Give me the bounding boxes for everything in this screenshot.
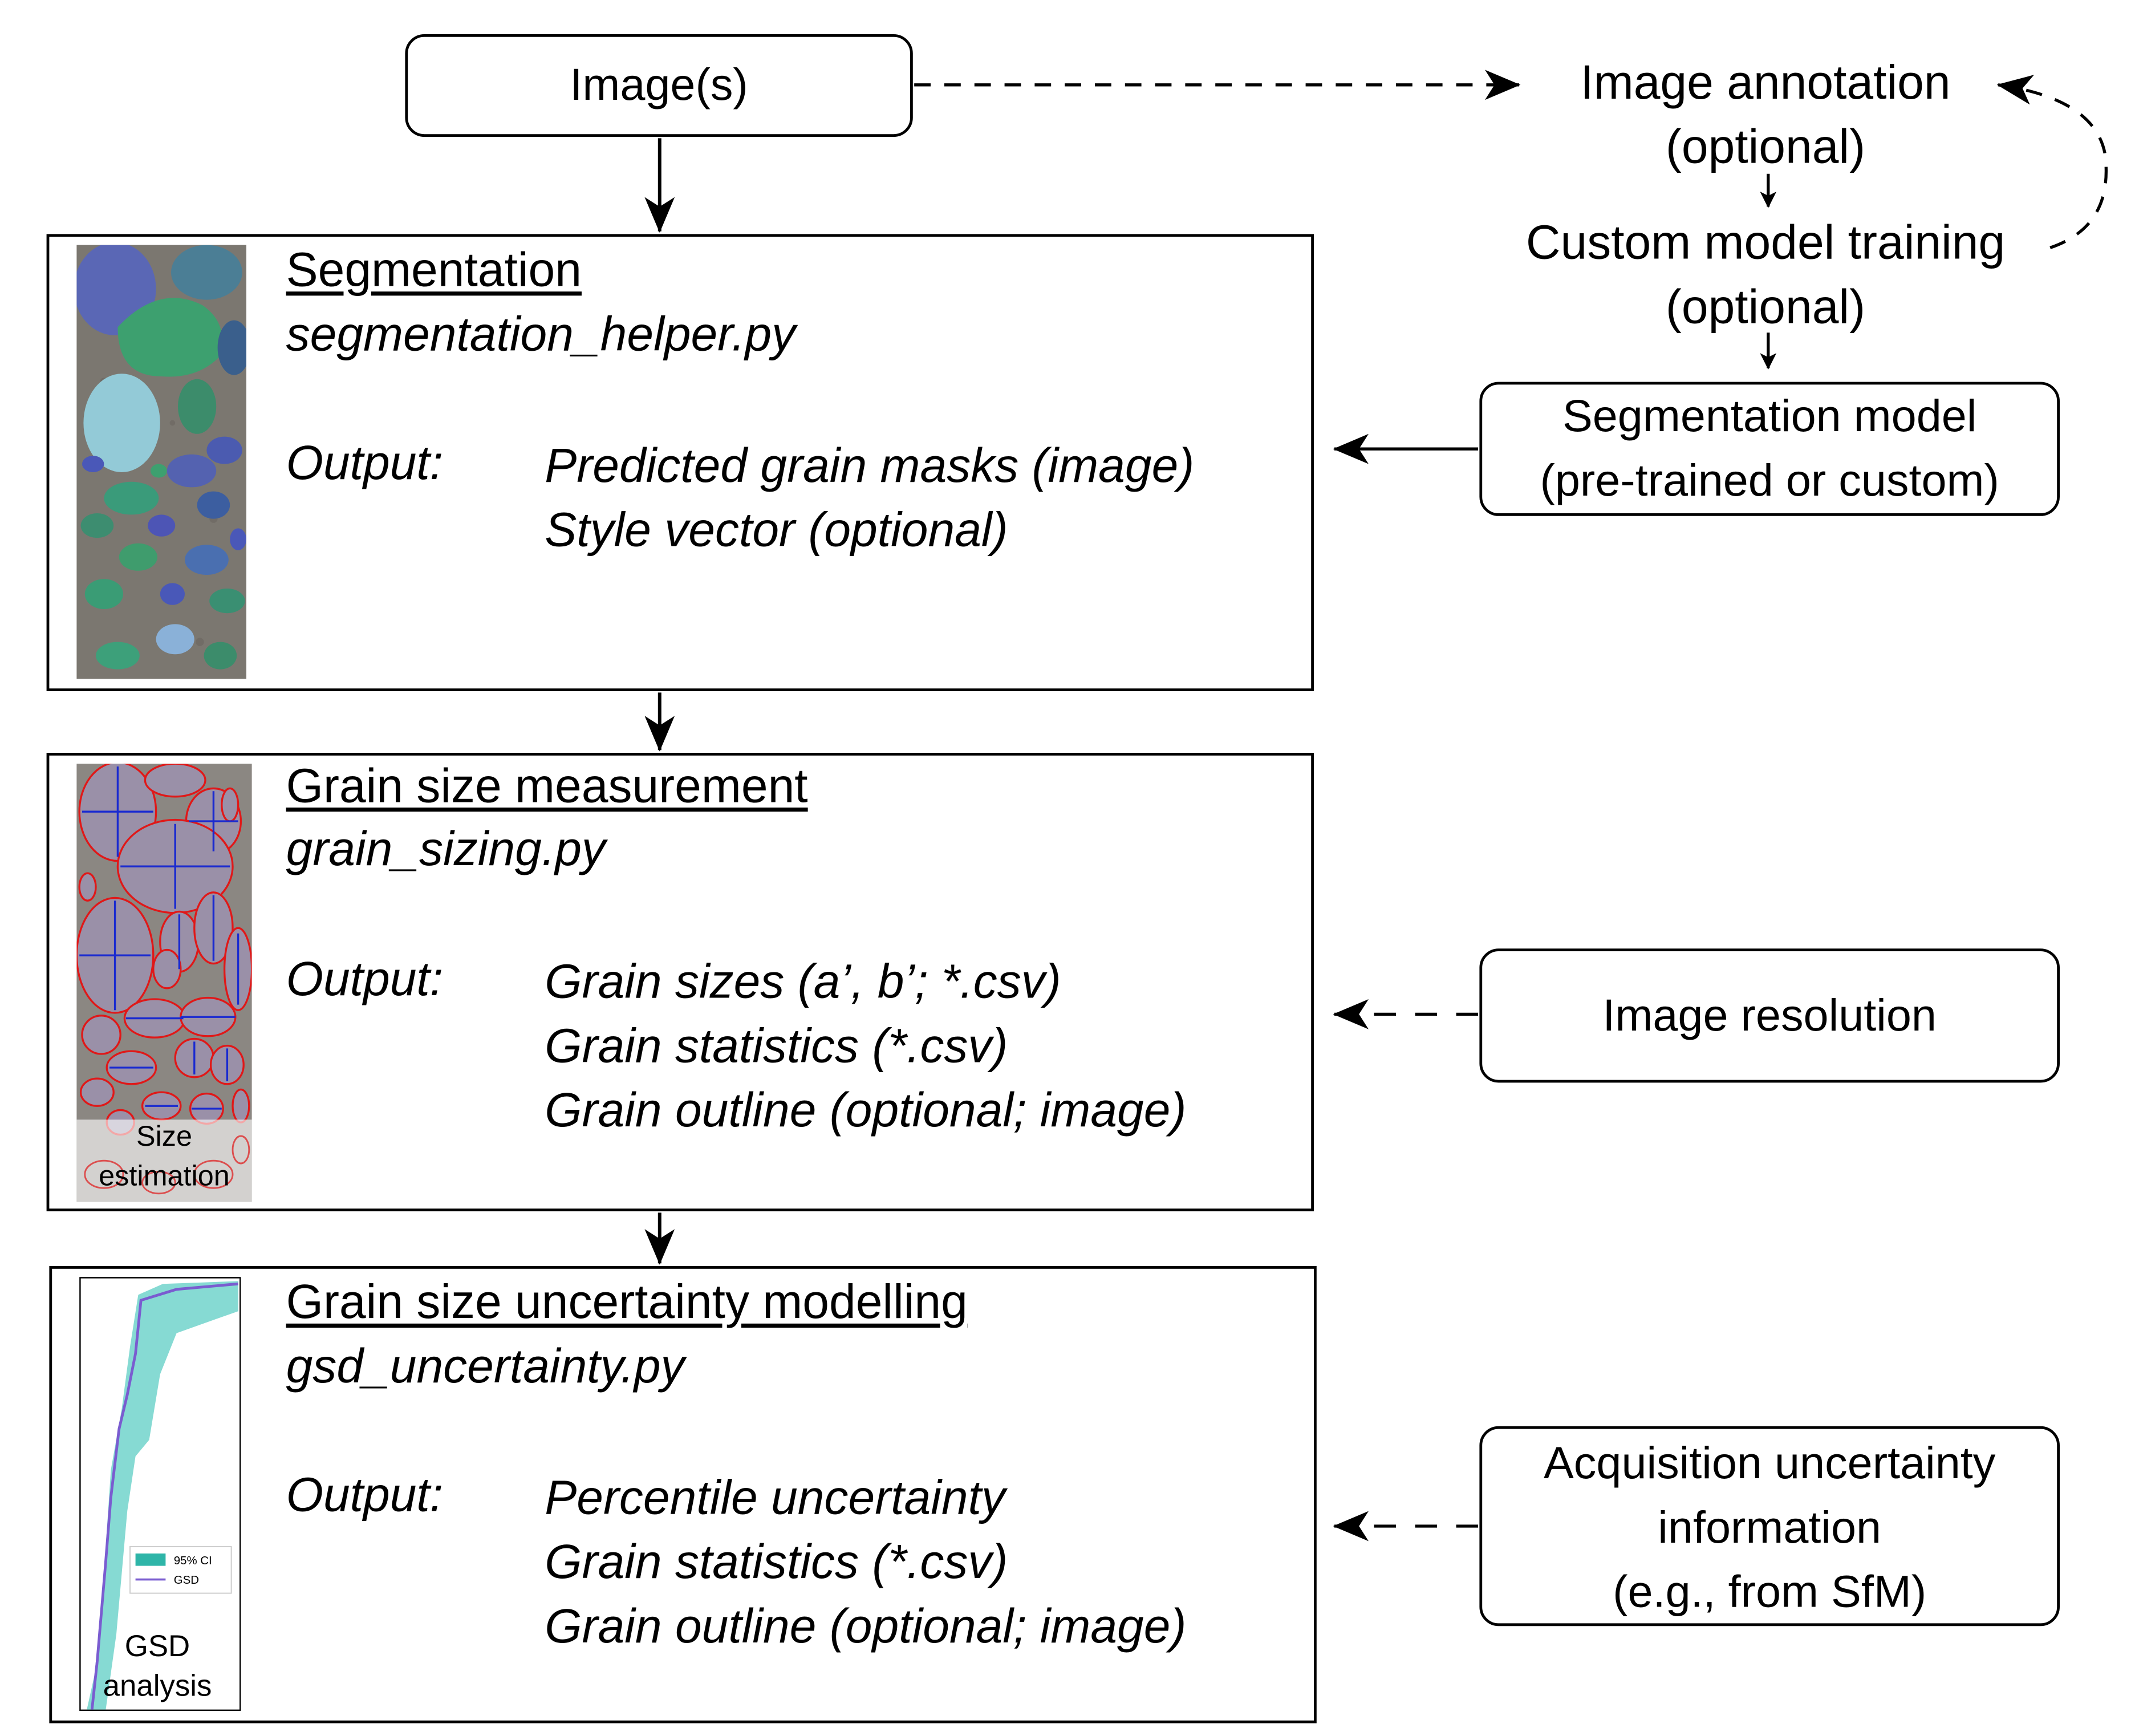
uncertainty-modelling-title: Grain size uncertainty modelling [286,1275,968,1329]
image-resolution-box: Image resolution [1479,948,2060,1083]
grain-size-output-2: Grain statistics (*.csv) [545,1020,1008,1073]
gsd-analysis-caption: GSD analysis [103,1629,212,1703]
legend-gsd-label: GSD [174,1574,199,1587]
input-images-box: Image(s) [405,34,913,137]
grain-size-measurement-title: Grain size measurement [286,760,808,813]
custom-model-training-label: Custom model training (optional) [1525,216,2006,334]
segmentation-model-sublabel: (pre-trained or custom) [1540,454,1999,505]
uncertainty-output-label: Output: [286,1469,444,1522]
segmentation-mask-thumbnail [76,245,247,679]
uncertainty-output-3: Grain outline (optional; image) [545,1600,1187,1654]
segmentation-title: Segmentation [286,244,582,297]
uncertainty-modelling-script: gsd_uncertainty.py [286,1340,685,1394]
size-estimation-thumbnail: Size estimation [76,764,252,1202]
grain-size-measurement-box [46,753,1314,1211]
uncertainty-output-1: Percentile uncertainty [545,1471,1005,1525]
size-estimation-caption: Size estimation [99,1121,230,1193]
segmentation-script: segmentation_helper.py [286,308,796,362]
image-resolution-label: Image resolution [1602,989,1937,1040]
segmentation-step-box [46,234,1314,691]
image-annotation-label: Image annotation (optional) [1580,56,1951,174]
arrow-training-feedback [1996,75,2108,249]
segmentation-output-label: Output: [286,436,444,490]
uncertainty-modelling-box [49,1266,1317,1723]
legend-ci-label: 95% CI [174,1555,212,1567]
segmentation-model-label: Segmentation model [1562,390,1977,441]
gsd-analysis-thumbnail: 95% CI GSD GSD analysis [79,1277,241,1711]
segmentation-model-box: Segmentation model (pre-trained or custo… [1479,382,2060,516]
grain-size-measurement-script: grain_sizing.py [286,822,606,876]
segmentation-output-1: Predicted grain masks (image) [545,439,1195,493]
acquisition-uncertainty-box: Acquisition uncertainty information (e.g… [1479,1426,2060,1627]
grain-size-output-label: Output: [286,952,444,1007]
segmentation-output-2: Style vector (optional) [545,504,1008,557]
uncertainty-output-2: Grain statistics (*.csv) [545,1535,1008,1589]
grain-size-output-1: Grain sizes (a’, b’; *.csv) [545,955,1061,1009]
input-images-label: Image(s) [570,59,748,110]
grain-size-output-3: Grain outline (optional; image) [545,1084,1187,1138]
